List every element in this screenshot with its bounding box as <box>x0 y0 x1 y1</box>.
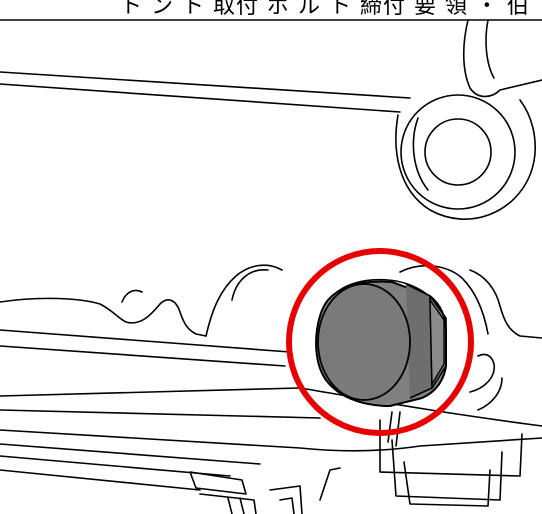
mid-body-top-contour <box>0 297 207 337</box>
lower-right-hook-inner <box>477 377 503 411</box>
bottom-bracket-post-inner <box>279 497 295 514</box>
bolt-seat-left-inner-arc <box>231 269 269 301</box>
highlight-circle <box>286 248 474 436</box>
upper-boss-shadow <box>412 117 429 191</box>
mid-body-edge-3 <box>0 387 301 397</box>
mid-body-edge-2 <box>0 345 286 367</box>
bolt-head-icon <box>315 280 447 408</box>
lower-rail-edge-3 <box>0 469 201 491</box>
bottom-bracket-post <box>269 485 303 514</box>
lower-right-block <box>379 419 523 477</box>
upper-body-edge-top <box>0 71 411 99</box>
header-fragment: ト ン ト 取付 ボ ル ト 締付 要 領 ・ 伯 <box>0 0 542 20</box>
upper-boss-inner-ring <box>424 118 492 186</box>
bottom-bracket-arm <box>319 467 341 501</box>
bolt-hex-face-side <box>429 297 445 387</box>
header-fragment-text: ト ン ト 取付 ボ ル ト 締付 要 領 ・ 伯 <box>120 0 530 19</box>
bottom-bracket-lower <box>199 493 257 514</box>
bottom-bracket-ribs <box>227 497 245 514</box>
lower-right-hook <box>469 353 495 393</box>
lower-rail-top <box>0 409 321 419</box>
bolt-hex-face-right <box>429 295 447 389</box>
bolt-seat-right-contour <box>469 269 542 339</box>
upper-boss-outer-ring <box>400 94 516 210</box>
bottom-bracket-upper <box>189 471 247 495</box>
mid-body-edge-1 <box>0 329 291 353</box>
mid-body-bump <box>121 289 143 303</box>
bolt-round-face <box>317 283 411 401</box>
lower-right-block-inner <box>391 439 503 501</box>
upper-flange-edge <box>462 19 542 98</box>
lower-rail-mid <box>0 429 542 452</box>
bolt-seat-left-arc <box>205 264 283 337</box>
boss-outer-edge <box>395 99 536 220</box>
lower-right-slot <box>403 461 491 507</box>
lower-rail-edge-1 <box>0 443 261 465</box>
upper-flange-inner <box>485 19 495 79</box>
bolt-seat-right-arc <box>399 264 489 335</box>
upper-body-edge-inner <box>0 83 401 113</box>
